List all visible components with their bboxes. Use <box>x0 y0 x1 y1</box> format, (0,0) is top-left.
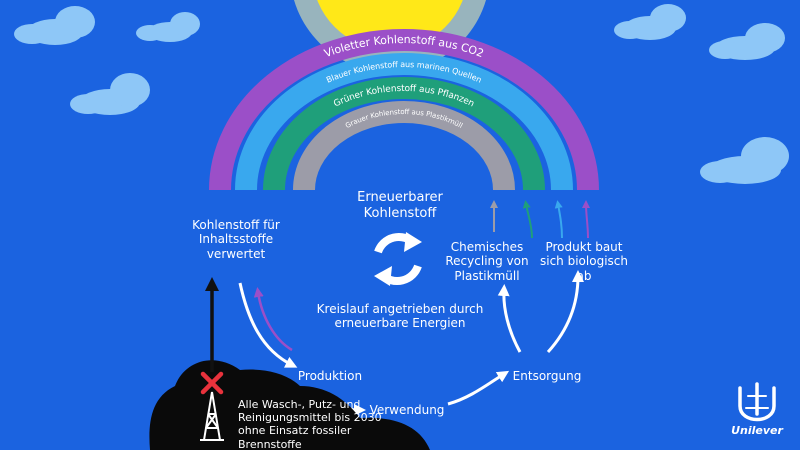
node-inhaltsstoffe: Kohlenstoff für Inhaltsstoffe verwertet <box>192 218 280 261</box>
cloud-icon <box>70 73 150 115</box>
cloud-icon <box>614 4 686 40</box>
brand-name: Unilever <box>731 424 783 437</box>
node-entsorgung: Entsorgung <box>512 369 582 383</box>
unilever-logo-icon <box>738 382 776 422</box>
node-recycling: Chemisches Recycling von Plastikmüll <box>445 240 529 283</box>
arrow-to-blue <box>554 200 563 239</box>
band-violet <box>209 29 599 191</box>
cloud-icon <box>709 23 785 60</box>
cycle-text: Kreislauf angetrieben durch erneuerbare … <box>316 302 484 331</box>
arrow-to-recycling <box>497 284 522 353</box>
arrow-to-green <box>522 200 533 239</box>
cloud-icon <box>14 6 95 45</box>
arrow-to-produktion <box>238 282 298 368</box>
arrow-to-entsorgung <box>447 370 510 406</box>
arrow-violet-to-inhaltsstoffe <box>253 287 293 352</box>
cloud-icon <box>136 12 200 42</box>
band-grey <box>293 101 515 191</box>
band-green <box>263 77 545 191</box>
node-biologisch: Produkt baut sich biologisch ab <box>540 240 628 283</box>
node-produktion: Produktion <box>297 369 363 383</box>
oil-rig-icon <box>200 391 224 441</box>
cloud-icon <box>700 137 789 184</box>
recycle-arrows-icon <box>374 232 422 286</box>
band-blue <box>235 53 573 191</box>
cross-icon <box>200 371 224 395</box>
arrow-to-violet <box>582 200 591 239</box>
center-title: Erneuerbarer Kohlenstoff <box>357 190 443 221</box>
arrow-to-biologisch <box>546 270 584 354</box>
node-verwendung: Verwendung <box>369 403 445 417</box>
fossil-note: Alle Wasch-, Putz- und Reinigungsmittel … <box>238 398 382 450</box>
fossil-hill <box>149 360 430 450</box>
